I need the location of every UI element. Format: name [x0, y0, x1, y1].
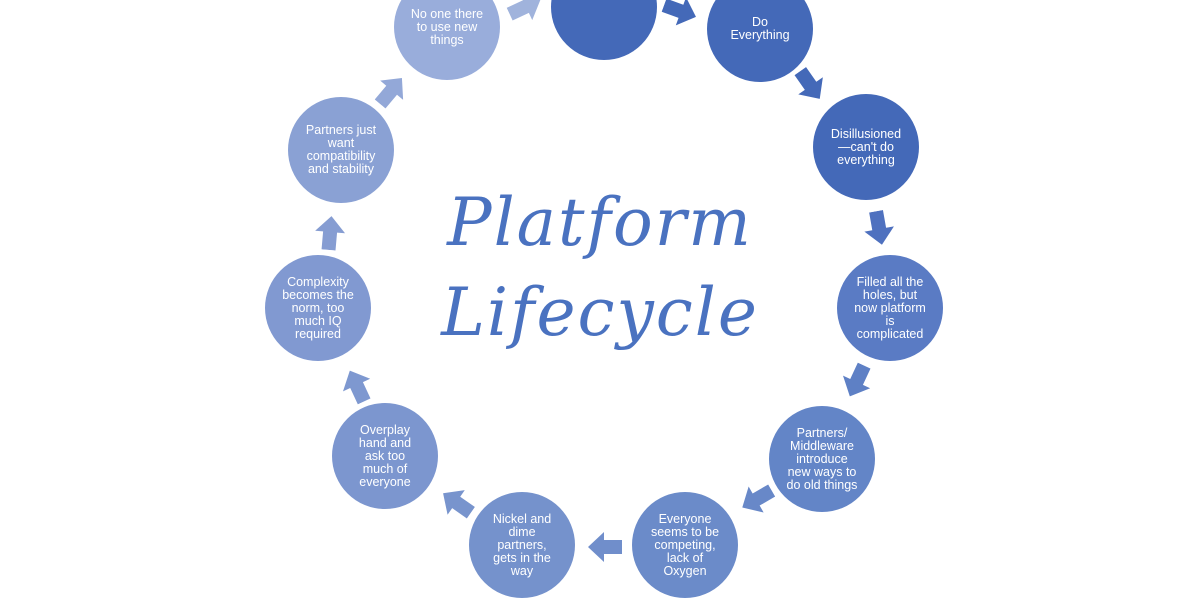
arrow-up-left-icon	[342, 370, 371, 405]
cycle-node-top	[551, 0, 657, 60]
title-line-1: Platform	[447, 184, 753, 261]
arrow-down-icon	[864, 210, 894, 245]
cycle-node-nickel-and-dime: Nickel and dime partners, gets in the wa…	[469, 492, 575, 598]
arrow-right-icon	[661, 0, 696, 26]
cycle-node-partners-want-stability: Partners just want compatibility and sta…	[288, 97, 394, 203]
diagram-title: Platform Lifecycle	[400, 178, 800, 358]
cycle-node-do-everything: Do Everything	[707, 0, 813, 82]
cycle-node-filled-holes: Filled all the holes, but now platform i…	[837, 255, 943, 361]
cycle-node-no-one-there: No one there to use new things	[394, 0, 500, 80]
cycle-node-partners-middleware: Partners/ Middleware introduce new ways …	[769, 406, 875, 512]
cycle-node-complexity-norm: Complexity becomes the norm, too much IQ…	[265, 255, 371, 361]
cycle-node-everyone-competing: Everyone seems to be competing, lack of …	[632, 492, 738, 598]
arrow-down-left-icon	[742, 484, 776, 513]
cycle-node-disillusioned: Disillusioned —can't do everything	[813, 94, 919, 200]
arrow-up-icon	[315, 216, 346, 251]
arrow-down-right-icon	[794, 67, 823, 99]
arrow-up-right-icon	[506, 0, 541, 21]
title-line-2: Lifecycle	[441, 274, 759, 351]
arrow-up-right-icon	[374, 77, 404, 109]
arrow-down-left-icon	[842, 362, 871, 397]
cycle-node-overplay-hand: Overplay hand and ask too much of everyo…	[332, 403, 438, 509]
arrow-left-icon	[588, 532, 622, 562]
arrow-up-left-icon	[443, 490, 475, 519]
